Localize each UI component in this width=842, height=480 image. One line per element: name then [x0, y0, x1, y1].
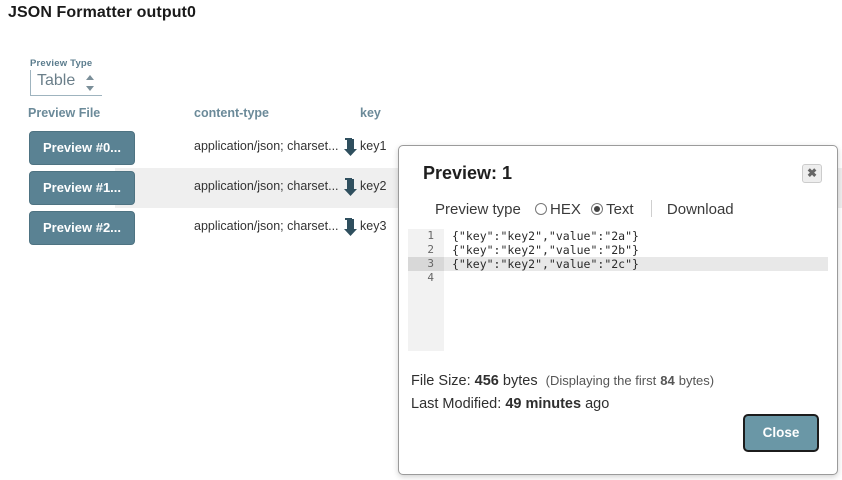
content-type-cell: application/json; charset...: [194, 219, 339, 233]
line-number: 4: [427, 271, 434, 284]
radio-label-hex: HEX: [550, 201, 581, 218]
code-viewer[interactable]: 1 {"key":"key2","value":"2a"} 2 {"key":"…: [408, 229, 828, 351]
file-size-value: 456: [474, 373, 499, 389]
last-modified-suffix: ago: [585, 396, 610, 412]
column-header-content-type: content-type: [194, 106, 269, 120]
file-size-line: File Size: 456 bytes (Displaying the fir…: [411, 369, 714, 393]
radio-icon-selected: [591, 203, 604, 215]
last-modified-value: 49 minutes: [505, 396, 582, 412]
code-line: 1 {"key":"key2","value":"2a"}: [408, 229, 828, 243]
radio-option-hex[interactable]: HEX: [535, 201, 581, 218]
key-cell: key2: [360, 179, 387, 193]
radio-icon: [535, 203, 548, 215]
last-modified-label: Last Modified:: [411, 396, 502, 412]
displaying-note-suffix: bytes): [678, 373, 715, 388]
content-type-cell: application/json; charset...: [194, 139, 339, 153]
modal-title: Preview: 1: [423, 163, 513, 183]
chevron-updown-icon: [86, 75, 95, 91]
preview-file-button[interactable]: Preview #2...: [29, 211, 135, 245]
page-title: JSON Formatter output0: [8, 4, 196, 21]
modal-preview-type-label: Preview type: [435, 201, 521, 218]
line-text: {"key":"key2","value":"2b"}: [452, 243, 639, 257]
preview-type-label: Preview Type: [30, 58, 93, 69]
download-link[interactable]: Download: [666, 201, 734, 218]
displaying-note-value: 84: [660, 373, 675, 388]
radio-option-text[interactable]: Text: [591, 201, 634, 218]
modal-meta: File Size: 456 bytes (Displaying the fir…: [411, 369, 714, 416]
table-row: Preview #0... application/json; charset.…: [0, 128, 842, 168]
close-button[interactable]: Close: [743, 414, 819, 452]
preview-file-button[interactable]: Preview #1...: [29, 171, 135, 205]
preview-type-selected-value: Table: [37, 72, 76, 89]
line-number: 2: [427, 243, 434, 256]
line-number: 3: [427, 257, 434, 270]
file-size-unit: bytes: [502, 373, 538, 389]
displaying-note-prefix: (Displaying the first: [545, 373, 657, 388]
download-icon[interactable]: [342, 216, 360, 238]
preview-type-group: Preview Type Table: [30, 58, 102, 96]
line-text: {"key":"key2","value":"2a"}: [452, 229, 639, 243]
table-header-row: Preview File content-type key: [0, 106, 842, 128]
divider: [650, 200, 652, 217]
code-line: 2 {"key":"key2","value":"2b"}: [408, 243, 828, 257]
column-header-key: key: [360, 106, 381, 120]
download-icon[interactable]: [342, 176, 360, 198]
column-header-preview-file: Preview File: [28, 106, 101, 120]
preview-modal: Preview: 1 ✖ Preview type HEX Text Downl…: [398, 145, 838, 475]
key-cell: key1: [360, 139, 387, 153]
key-cell: key3: [360, 219, 387, 233]
line-number: 1: [427, 229, 434, 242]
modal-preview-type-row: Preview type HEX Text Download: [435, 200, 734, 222]
table-row: Preview #2... application/json; charset.…: [0, 208, 842, 248]
line-number-gutter: [408, 229, 444, 351]
content-type-cell: application/json; charset...: [194, 179, 339, 193]
preview-type-select[interactable]: Table: [30, 70, 102, 96]
download-icon[interactable]: [342, 136, 360, 158]
preview-file-button[interactable]: Preview #0...: [29, 131, 135, 165]
file-size-label: File Size:: [411, 373, 471, 389]
radio-label-text: Text: [606, 201, 634, 218]
line-text: {"key":"key2","value":"2c"}: [452, 257, 639, 271]
last-modified-line: Last Modified: 49 minutes ago: [411, 393, 714, 416]
close-icon[interactable]: ✖: [802, 164, 822, 183]
code-line-active: 3 {"key":"key2","value":"2c"}: [408, 257, 828, 271]
code-line: 4: [408, 271, 828, 285]
